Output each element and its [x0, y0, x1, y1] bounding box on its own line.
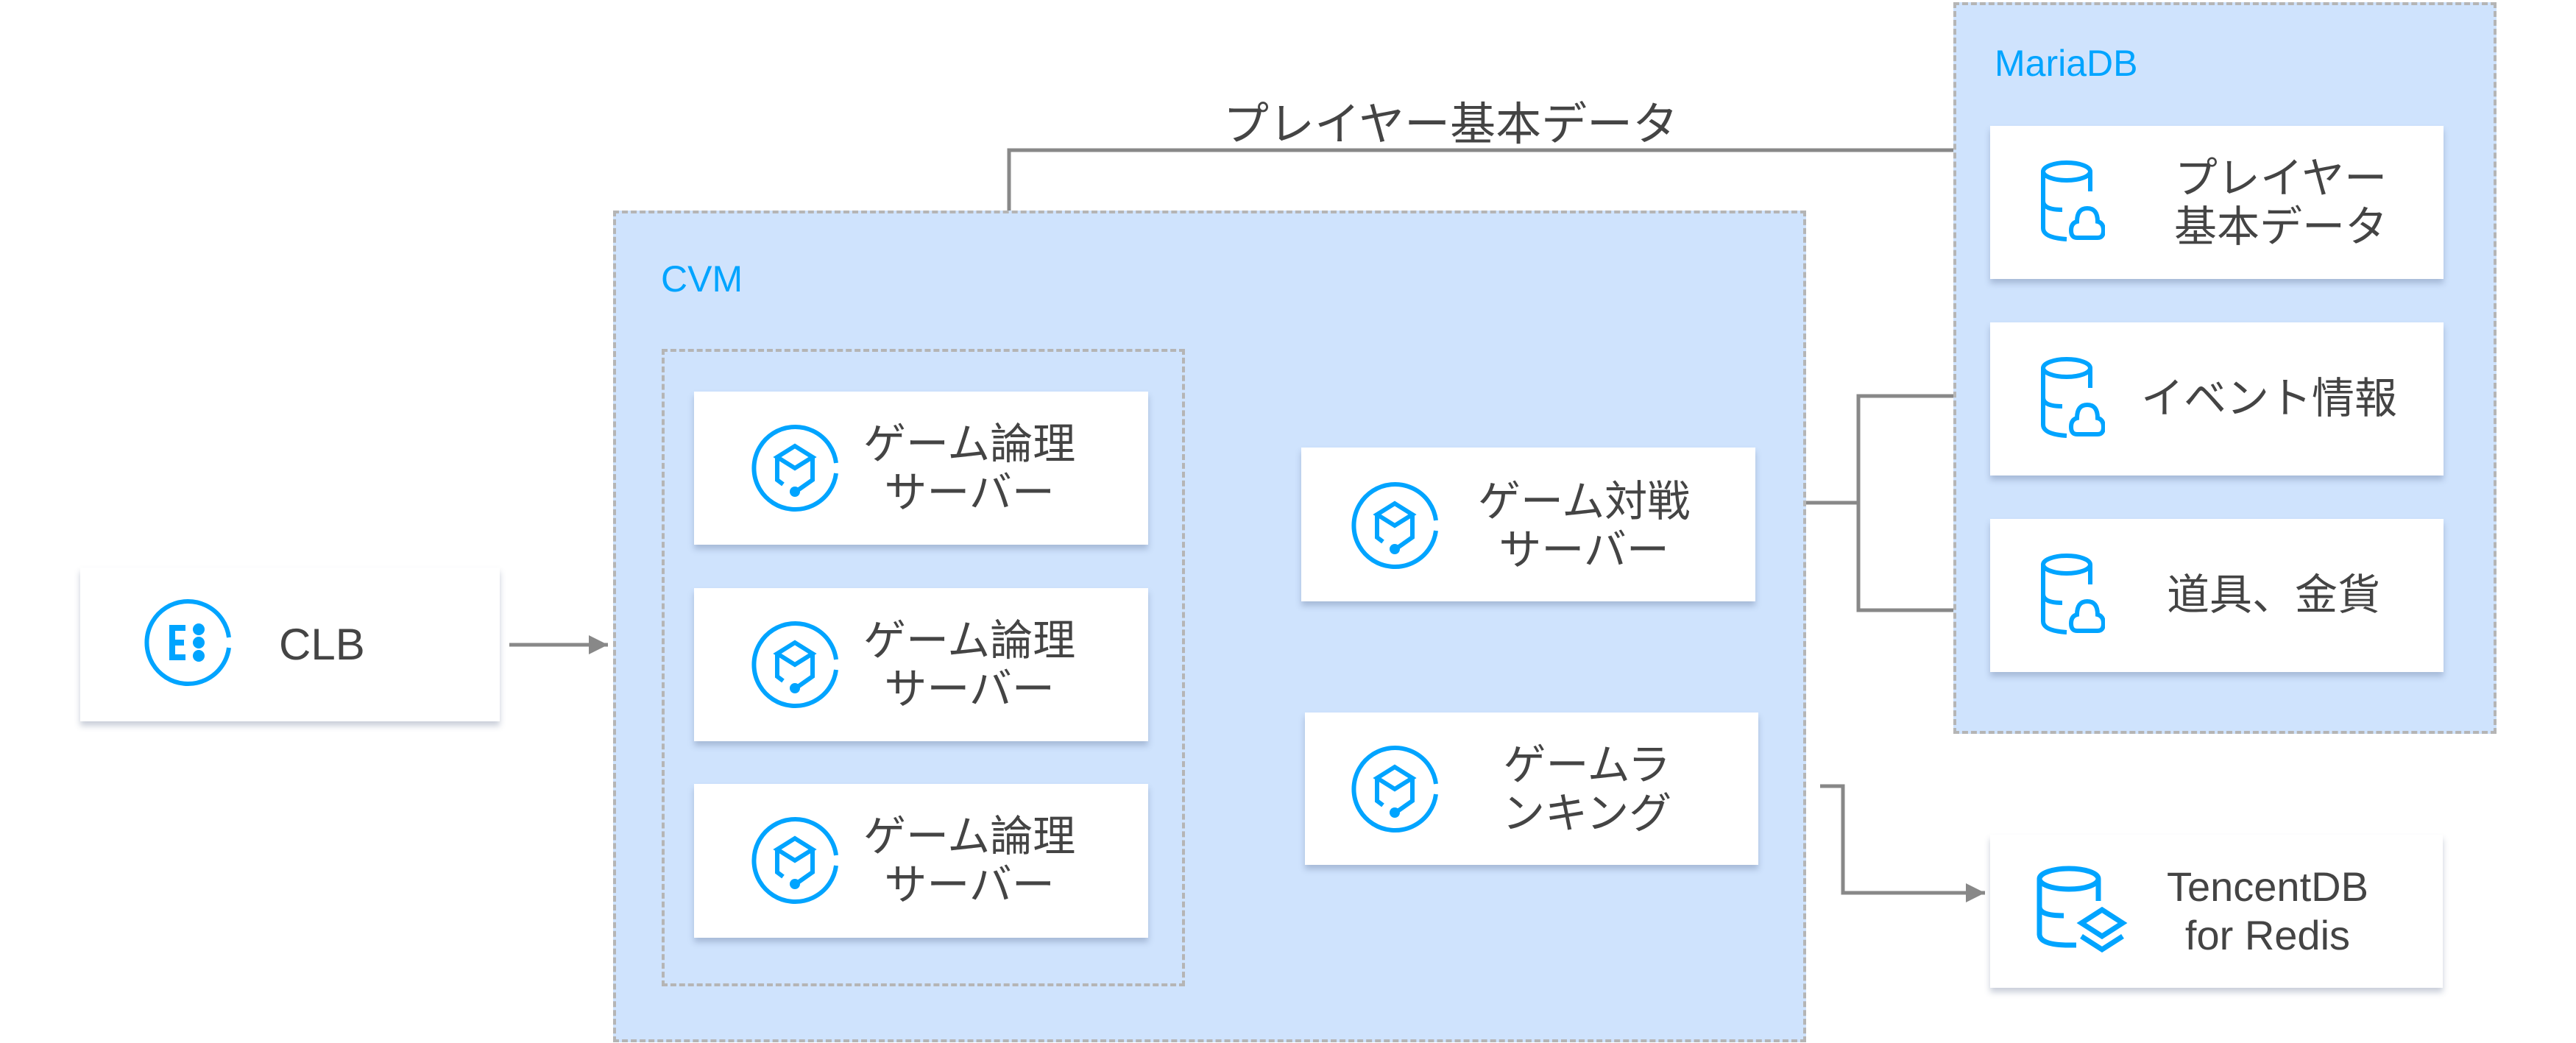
db-table-card[interactable]: 道具、金貨	[1990, 519, 2444, 672]
ranking-to-redis-connector	[1820, 784, 1985, 902]
card-label-line1: ゲームラ	[1503, 740, 1671, 790]
card-label-line2: サーバー	[884, 664, 1055, 714]
card-label-line1: ゲーム対戦	[1478, 476, 1691, 526]
game-server-icon	[1349, 743, 1440, 835]
card-label-line1: 道具、金貨	[2167, 570, 2381, 620]
mariadb-branch-event-connector	[1856, 386, 1985, 503]
card-label-line2: ンキング	[1502, 788, 1672, 838]
card-label-line2: for Redis	[2184, 912, 2351, 958]
card-label-line2: サーバー	[1498, 525, 1669, 575]
card-label-line2: サーバー	[884, 860, 1055, 910]
ranking-card[interactable]: ゲームラ ンキング	[1305, 713, 1758, 865]
card-label-line1: ゲーム論理	[863, 615, 1076, 665]
redis-card[interactable]: TencentDB for Redis	[1990, 835, 2443, 988]
card-label-line1: TencentDB	[2167, 863, 2368, 910]
logic-server-group	[662, 349, 1185, 986]
logic-server-card[interactable]: ゲーム論理 サーバー	[694, 784, 1148, 938]
card-label-line2: サーバー	[884, 467, 1055, 517]
logic-server-card[interactable]: ゲーム論理 サーバー	[694, 392, 1148, 545]
card-label-line1: イベント情報	[2141, 373, 2398, 423]
player-data-edge-label: プレイヤー基本データ	[1223, 97, 1679, 151]
game-server-icon	[749, 815, 841, 906]
game-server-icon	[1349, 480, 1440, 571]
cloud-database-icon	[2039, 158, 2105, 247]
card-label-line1: ゲーム論理	[863, 419, 1076, 469]
card-label-line2: 基本データ	[2174, 202, 2388, 252]
db-table-card[interactable]: プレイヤー 基本データ	[1990, 126, 2444, 279]
logic-server-card[interactable]: ゲーム論理 サーバー	[694, 588, 1148, 741]
clb-label: CLB	[279, 620, 365, 669]
card-label-line1: プレイヤー	[2174, 153, 2388, 203]
cloud-database-icon	[2039, 551, 2105, 640]
card-label-line1: ゲーム論理	[863, 811, 1076, 861]
redis-database-icon	[2037, 866, 2128, 953]
game-server-icon	[749, 619, 841, 710]
cvm-group-label: CVM	[661, 258, 743, 300]
game-server-icon	[749, 422, 841, 514]
battle-server-card[interactable]: ゲーム対戦 サーバー	[1301, 448, 1755, 601]
mariadb-group-label: MariaDB	[1995, 43, 2138, 84]
db-table-card[interactable]: イベント情報	[1990, 322, 2444, 475]
cloud-database-icon	[2039, 355, 2105, 443]
mariadb-branch-items-connector	[1856, 503, 1985, 620]
load-balancer-icon	[144, 599, 231, 686]
clb-card[interactable]: CLB	[80, 568, 500, 721]
